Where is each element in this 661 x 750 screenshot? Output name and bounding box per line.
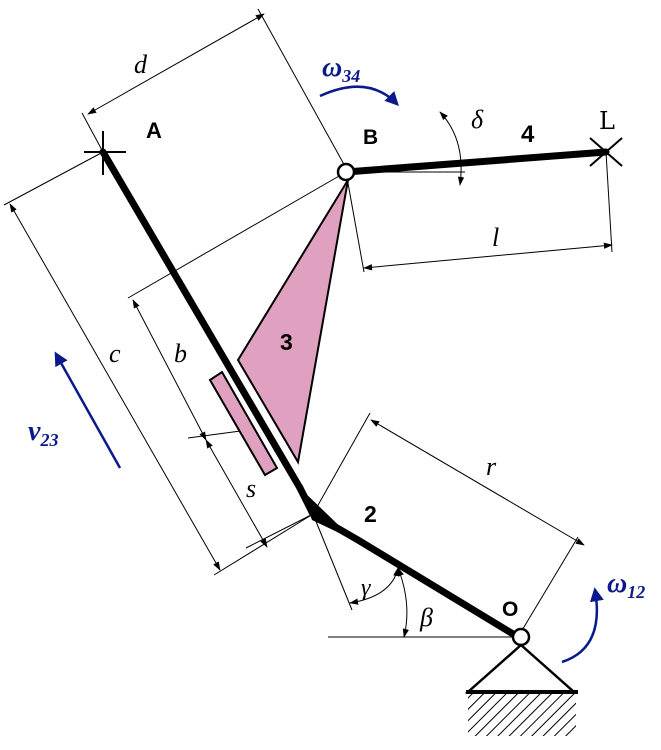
label-r: r bbox=[486, 452, 497, 481]
construction-lines bbox=[3, 8, 613, 638]
link2-bend-wedge bbox=[300, 488, 354, 540]
label-omega12: ω12 bbox=[607, 568, 645, 602]
label-v23: v23 bbox=[28, 416, 58, 450]
slider-block bbox=[208, 370, 279, 477]
dim-gamma-arc bbox=[349, 567, 400, 605]
label-l: l bbox=[492, 223, 499, 252]
joint-L-cross bbox=[589, 137, 623, 167]
ground-hatch bbox=[468, 694, 576, 736]
dim-s-arrow bbox=[205, 439, 268, 548]
dim-r-arrow bbox=[370, 419, 585, 546]
link3-triangle bbox=[236, 179, 349, 465]
dimension-arrows bbox=[9, 13, 613, 638]
dim-b-arrow bbox=[132, 299, 207, 441]
links bbox=[99, 148, 610, 641]
label-c: c bbox=[109, 339, 121, 368]
v23-arrow bbox=[54, 351, 122, 469]
omega12-arc-arrow bbox=[561, 587, 604, 664]
label-link2: 2 bbox=[364, 501, 377, 527]
joint-A-cross bbox=[84, 131, 126, 175]
label-L: L bbox=[599, 107, 615, 135]
link-A-to-bend bbox=[99, 148, 304, 492]
dim-delta-arc bbox=[439, 111, 465, 186]
label-beta: β bbox=[419, 603, 433, 632]
dim-l-arrow bbox=[363, 242, 613, 271]
link4-rocker bbox=[342, 148, 610, 176]
label-s: s bbox=[246, 474, 256, 503]
label-link3: 3 bbox=[280, 329, 293, 355]
label-gamma: γ bbox=[361, 575, 371, 601]
ground-support bbox=[464, 643, 578, 694]
label-delta: δ bbox=[471, 105, 484, 134]
joint-O bbox=[511, 627, 531, 647]
joint-B bbox=[336, 162, 356, 182]
dim-c-arrow bbox=[9, 203, 221, 571]
label-B: B bbox=[363, 126, 378, 149]
label-b: b bbox=[174, 339, 187, 368]
dim-d-arrow bbox=[87, 13, 265, 115]
omega34-arc-arrow bbox=[319, 85, 399, 107]
label-omega34: ω34 bbox=[322, 52, 360, 86]
label-O: O bbox=[502, 598, 518, 621]
label-A: A bbox=[146, 118, 162, 143]
dim-beta-arc bbox=[397, 567, 409, 638]
label-d: d bbox=[134, 50, 148, 79]
label-link4: 4 bbox=[521, 121, 535, 148]
